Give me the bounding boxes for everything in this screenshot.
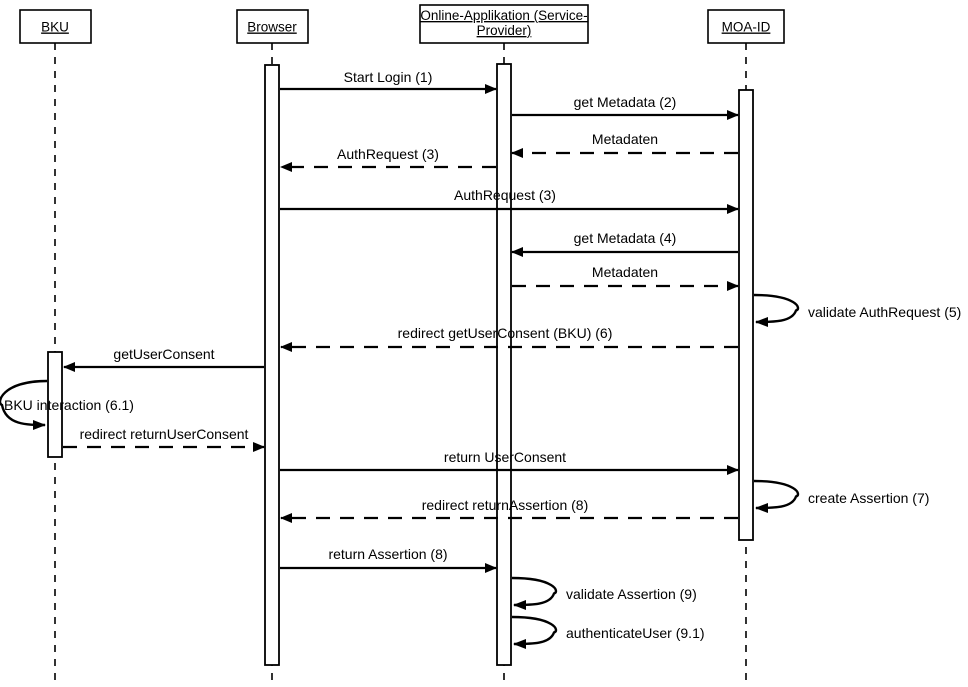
self-message-label-s5: authenticateUser (9.1) (566, 625, 705, 641)
message-label-m5: AuthRequest (3) (454, 187, 556, 203)
lifeline-box-oa (419, 4, 589, 44)
self-messages-group: validate AuthRequest (5) BKU interaction … (0, 293, 961, 649)
message-label-m12: redirect returnAssertion (8) (422, 497, 589, 513)
activation-bar-browser (264, 64, 280, 666)
message-label-m11: return UserConsent (444, 449, 566, 465)
message-label-m6: get Metadata (4) (574, 230, 677, 246)
message-label-m8: redirect getUserConsent (BKU) (6) (398, 325, 613, 341)
message-label-m7: Metadaten (592, 264, 658, 280)
message-label-m13: return Assertion (8) (328, 546, 447, 562)
lifeline-label-browser: Browser (247, 20, 297, 35)
self-message-loop-s1 (753, 293, 800, 327)
message-label-m4: AuthRequest (3) (337, 146, 439, 162)
self-message-loop-s2 (0, 379, 48, 430)
lifeline-label-moaid: MOA-ID (722, 20, 771, 35)
self-message-loop-s3 (753, 479, 800, 513)
message-label-m1: Start Login (1) (344, 69, 433, 85)
lifeline-label-oa: Online-Applikation (Service-Provider) (420, 8, 587, 38)
activation-bar-oa (496, 63, 512, 666)
lifeline-box-moaid (707, 9, 785, 44)
self-message-loop-s5 (511, 615, 558, 649)
activation-bars-group (47, 63, 754, 666)
lifeline-header-boxes-group: BKU Browser Online-Applikation (Service-Pr… (19, 4, 785, 44)
lifeline-box-browser (236, 9, 309, 44)
lifeline-label-bku: BKU (41, 20, 69, 35)
self-message-label-s3: create Assertion (7) (808, 490, 929, 506)
activation-bar-moaid (738, 89, 754, 541)
message-label-m10: redirect returnUserConsent (80, 426, 249, 442)
lifeline-box-bku (19, 9, 92, 44)
activation-bar-bku (47, 351, 63, 458)
self-message-label-s4: validate Assertion (9) (566, 586, 697, 602)
self-message-label-s1: validate AuthRequest (5) (808, 304, 961, 320)
messages-group: Start Login (1) get Metadata (2) Metadaten… (63, 69, 739, 573)
self-message-loop-s4 (511, 576, 558, 610)
message-label-m3: Metadaten (592, 131, 658, 147)
message-label-m2: get Metadata (2) (574, 94, 677, 110)
self-message-label-s2: BKU interaction (6.1) (4, 397, 134, 413)
message-label-m9: getUserConsent (113, 346, 214, 362)
